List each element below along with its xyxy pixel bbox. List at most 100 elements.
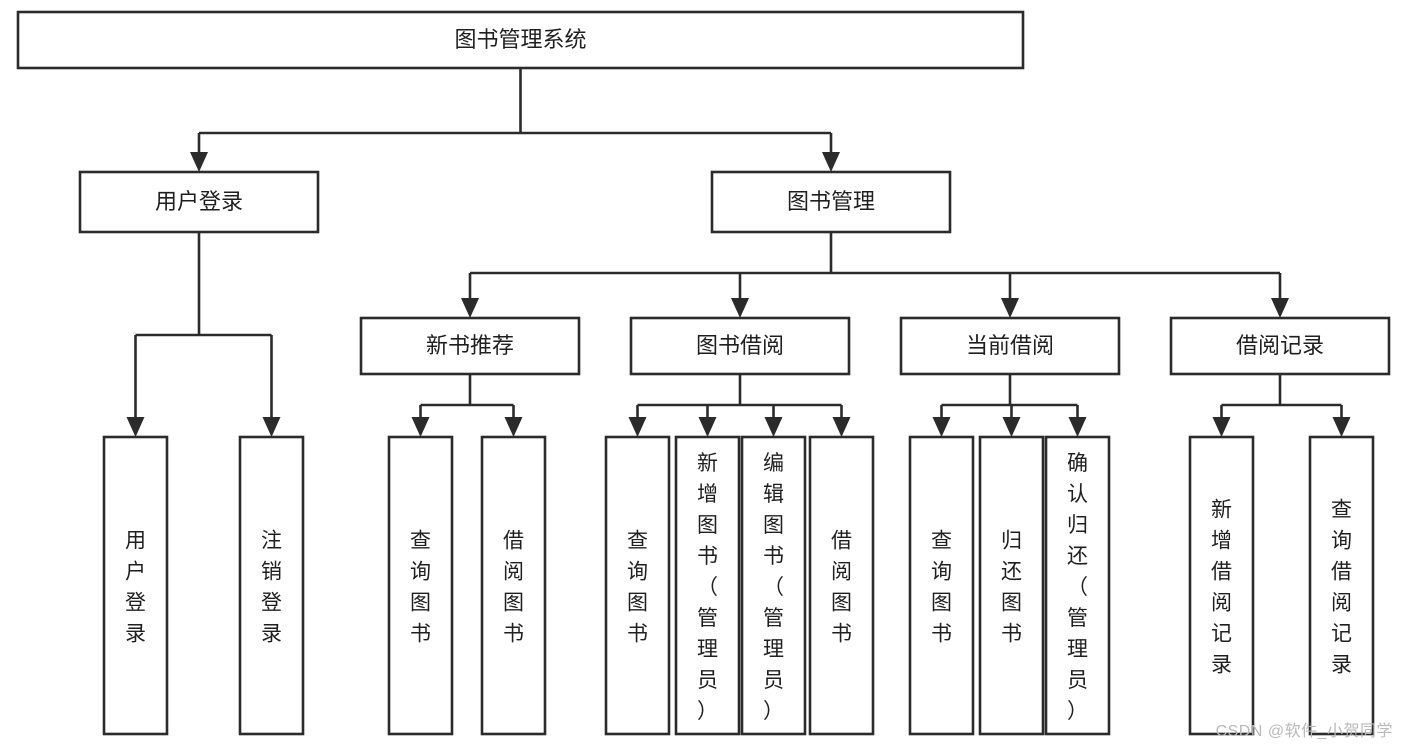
level3-node-label-borrow-record: 借阅记录: [1236, 333, 1324, 358]
svg-text:书: 书: [627, 623, 648, 646]
leaf-node-box-leaf-query-book-2[interactable]: [604, 435, 671, 736]
svg-text:录: 录: [1331, 654, 1352, 677]
svg-text:书: 书: [931, 623, 952, 646]
svg-text:还: 还: [1001, 561, 1022, 584]
arrow-head-icon-leaf-1-1: [504, 417, 523, 437]
svg-text:图: 图: [627, 592, 648, 615]
svg-text:查: 查: [410, 530, 431, 553]
svg-text:）: ）: [1067, 700, 1088, 723]
root-node-box[interactable]: [16, 10, 1025, 70]
leaf-node-box-leaf-add-borrow-record[interactable]: [1188, 435, 1255, 736]
arrow-head-icon-leaf-2-0: [628, 417, 647, 437]
svg-text:（: （: [1067, 576, 1088, 599]
svg-text:阅: 阅: [1211, 592, 1232, 615]
leaf-node-box-leaf-user-login[interactable]: [102, 435, 169, 736]
root-node-label: 图书管理系统: [454, 27, 586, 52]
svg-text:书: 书: [763, 545, 784, 568]
svg-text:新: 新: [697, 452, 718, 475]
svg-text:图: 图: [697, 514, 718, 537]
svg-text:（: （: [697, 576, 718, 599]
svg-text:借: 借: [1211, 561, 1232, 584]
level2-node-box-book-manage[interactable]: [710, 170, 952, 234]
svg-text:户: 户: [125, 561, 146, 584]
arrow-head-icon-level3-2: [1001, 298, 1019, 318]
svg-text:归: 归: [1067, 514, 1088, 537]
arrow-head-icon-leaf-2-1: [698, 417, 717, 437]
arrow-head-icon-level2-0: [190, 152, 208, 172]
arrow-head-icon-leaf-4-1: [1332, 417, 1351, 437]
svg-text:确: 确: [1067, 452, 1088, 475]
csdn-watermark: CSDN @软件_小贺同学: [1215, 723, 1393, 740]
svg-text:员: 员: [697, 669, 718, 692]
svg-text:查: 查: [627, 530, 648, 553]
svg-text:书: 书: [503, 623, 524, 646]
leaf-node-box-leaf-query-borrow-record[interactable]: [1308, 435, 1375, 736]
svg-text:辑: 辑: [763, 483, 784, 506]
svg-text:借: 借: [831, 530, 852, 553]
leaf-node-box-leaf-query-book-1[interactable]: [387, 435, 454, 736]
arrow-head-icon-leaf-3-0: [932, 417, 951, 437]
leaf-node-box-leaf-borrow-book-2[interactable]: [808, 435, 875, 736]
level3-node-box-book-borrow[interactable]: [629, 316, 851, 376]
svg-text:销: 销: [261, 561, 282, 584]
svg-text:员: 员: [763, 669, 784, 692]
svg-text:书: 书: [1001, 623, 1022, 646]
level3-node-label-new-book-recommend: 新书推荐: [426, 333, 514, 358]
arrow-head-icon-level2-1: [822, 152, 840, 172]
leaf-node-box-leaf-logout-login[interactable]: [238, 435, 305, 736]
leaf-node-box-leaf-return-book[interactable]: [978, 435, 1045, 736]
arrow-head-icon-leaf-0-0: [126, 417, 145, 437]
svg-text:）: ）: [697, 700, 718, 723]
leaf-node-box-leaf-query-book-3[interactable]: [908, 435, 975, 736]
svg-text:借: 借: [1331, 561, 1352, 584]
level3-node-label-current-borrow: 当前借阅: [966, 333, 1054, 358]
svg-text:图: 图: [410, 592, 431, 615]
svg-text:书: 书: [410, 623, 431, 646]
arrow-head-icon-leaf-2-2: [764, 417, 783, 437]
arrow-head-icon-leaf-4-0: [1212, 417, 1231, 437]
svg-text:图: 图: [763, 514, 784, 537]
level2-node-label-book-manage: 图书管理: [787, 189, 875, 214]
leaf-node-label-leaf-user-login: 用户登录: [125, 530, 146, 646]
arrow-head-icon-leaf-3-2: [1068, 417, 1087, 437]
svg-text:管: 管: [697, 607, 718, 630]
svg-text:借: 借: [503, 530, 524, 553]
svg-text:询: 询: [1331, 530, 1352, 553]
svg-text:用: 用: [125, 530, 146, 553]
svg-text:查: 查: [1331, 499, 1352, 522]
svg-text:登: 登: [261, 592, 282, 615]
leaf-node-box-leaf-add-book-admin[interactable]: [674, 435, 741, 736]
level2-node-box-user-login[interactable]: [78, 170, 320, 234]
arrow-head-icon-level3-1: [731, 298, 749, 318]
svg-text:询: 询: [410, 561, 431, 584]
svg-text:新: 新: [1211, 499, 1232, 522]
level3-node-box-current-borrow[interactable]: [899, 316, 1121, 376]
svg-text:阅: 阅: [831, 561, 852, 584]
svg-text:图: 图: [831, 592, 852, 615]
svg-text:录: 录: [1211, 654, 1232, 677]
svg-text:理: 理: [1067, 638, 1088, 661]
svg-text:书: 书: [697, 545, 718, 568]
leaf-node-box-leaf-confirm-return-admin[interactable]: [1044, 435, 1111, 736]
level2-node-label-user-login: 用户登录: [155, 189, 243, 214]
leaf-node-box-leaf-borrow-book-1[interactable]: [480, 435, 547, 736]
svg-text:记: 记: [1211, 623, 1232, 646]
svg-text:录: 录: [125, 623, 146, 646]
arrow-head-icon-leaf-2-3: [832, 417, 851, 437]
level3-node-box-borrow-record[interactable]: [1169, 316, 1391, 376]
leaf-node-box-leaf-edit-book-admin[interactable]: [740, 435, 807, 736]
svg-text:编: 编: [763, 452, 784, 475]
svg-text:管: 管: [1067, 607, 1088, 630]
level3-node-box-new-book-recommend[interactable]: [359, 316, 581, 376]
svg-text:阅: 阅: [503, 561, 524, 584]
